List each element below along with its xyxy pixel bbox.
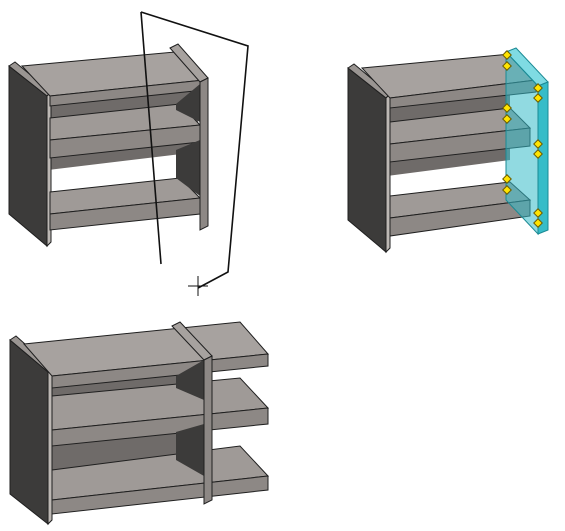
left-side-panel-edge: [385, 92, 391, 254]
grip-points[interactable]: [502, 50, 543, 228]
shelf-bottom-front: [51, 475, 269, 515]
inner-dark-lower: [176, 424, 204, 476]
grip-point-icon: [502, 185, 512, 195]
left-side-panel-edge: [47, 366, 53, 526]
grip-point-icon: [533, 139, 543, 149]
grip-point-icon: [533, 93, 543, 103]
shelf-middle-front: [51, 407, 269, 447]
grip-point-icon: [502, 61, 512, 71]
grip-point-icon: [533, 208, 543, 218]
grip-point-icon: [533, 149, 543, 159]
cabinet-stretched[interactable]: [9, 321, 270, 526]
crosshair-cursor-icon: [188, 276, 208, 296]
grip-point-icon: [502, 103, 512, 113]
cabinet-original[interactable]: [8, 43, 209, 248]
divider-panel-front: [203, 355, 213, 505]
grip-point-icon: [533, 218, 543, 228]
selected-side-panel[interactable]: [505, 47, 549, 236]
grip-point-icon: [502, 174, 512, 184]
inner-dark-upper: [176, 360, 204, 400]
inner-dark-lower: [176, 140, 200, 196]
grip-point-icon: [502, 50, 512, 60]
crossing-selection-edge: [140, 11, 162, 265]
crossing-selection-line: [140, 11, 249, 289]
grip-point-icon: [533, 83, 543, 93]
shelf-top-front: [51, 353, 269, 389]
inner-dark-upper: [176, 84, 200, 122]
right-side-panel-front: [199, 77, 209, 231]
left-side-panel: [8, 64, 48, 248]
cabinet-selected[interactable]: [347, 47, 549, 254]
grip-point-icon: [502, 114, 512, 124]
left-side-panel: [347, 66, 387, 254]
